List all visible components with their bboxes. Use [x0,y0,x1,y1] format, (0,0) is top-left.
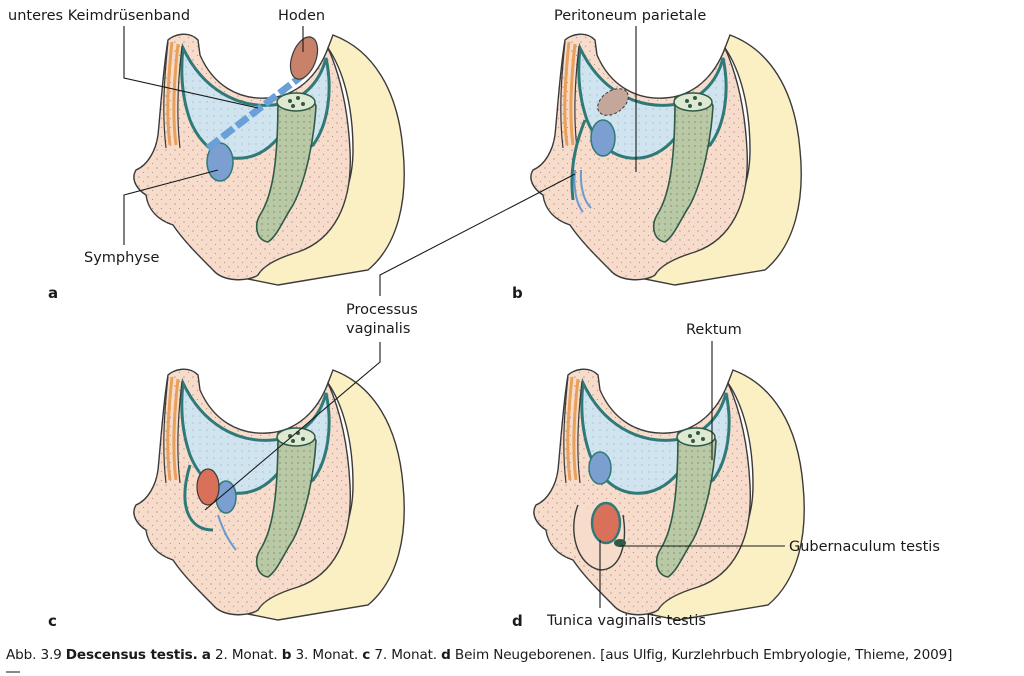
caption-a-letter: a [201,647,211,663]
panel-letter-d: d [512,612,523,630]
panel-b-illustration [529,32,803,287]
label-gubernaculum-testis: Gubernaculum testis [789,539,940,555]
caption-d-text: Beim Neugeborenen. [aus Ulfig, Kurzlehrb… [454,647,953,663]
caption-rule [6,671,20,673]
label-hoden: Hoden [278,8,325,24]
panel-letter-a: a [48,284,58,302]
caption-d-letter: d [441,647,451,663]
leader-unteres-keimdruesenband [123,26,259,109]
label-processus: Processus [346,302,418,318]
leader-processus-upper [379,173,576,296]
caption-c-letter: c [362,647,371,663]
label-vaginalis: vaginalis [346,321,410,337]
leader-symphyse [123,169,219,245]
panel-a-illustration [132,32,406,287]
label-symphyse: Symphyse [84,250,159,266]
caption-title: Descensus testis. [65,647,198,663]
label-tunica-vaginalis-testis: Tunica vaginalis testis [546,613,706,629]
panel-letter-c: c [48,612,57,630]
panel-c-illustration [132,367,406,622]
panel-d-illustration [532,367,806,622]
caption-number: Abb. 3.9 [6,647,62,663]
caption-b-letter: b [281,647,292,663]
caption-c-text: 7. Monat. [374,647,437,663]
panel-letter-b: b [512,284,523,302]
label-peritoneum-parietale: Peritoneum parietale [554,8,706,24]
caption-a-text: 2. Monat. [215,647,278,663]
label-rektum: Rektum [686,322,742,338]
label-unteres-keimdruesenband: unteres Keimdrüsenband [8,8,190,24]
figure-caption: Abb. 3.9 Descensus testis. a 2. Monat. b… [6,647,1021,663]
caption-b-text: 3. Monat. [295,647,359,663]
leader-processus-lower [204,342,381,511]
